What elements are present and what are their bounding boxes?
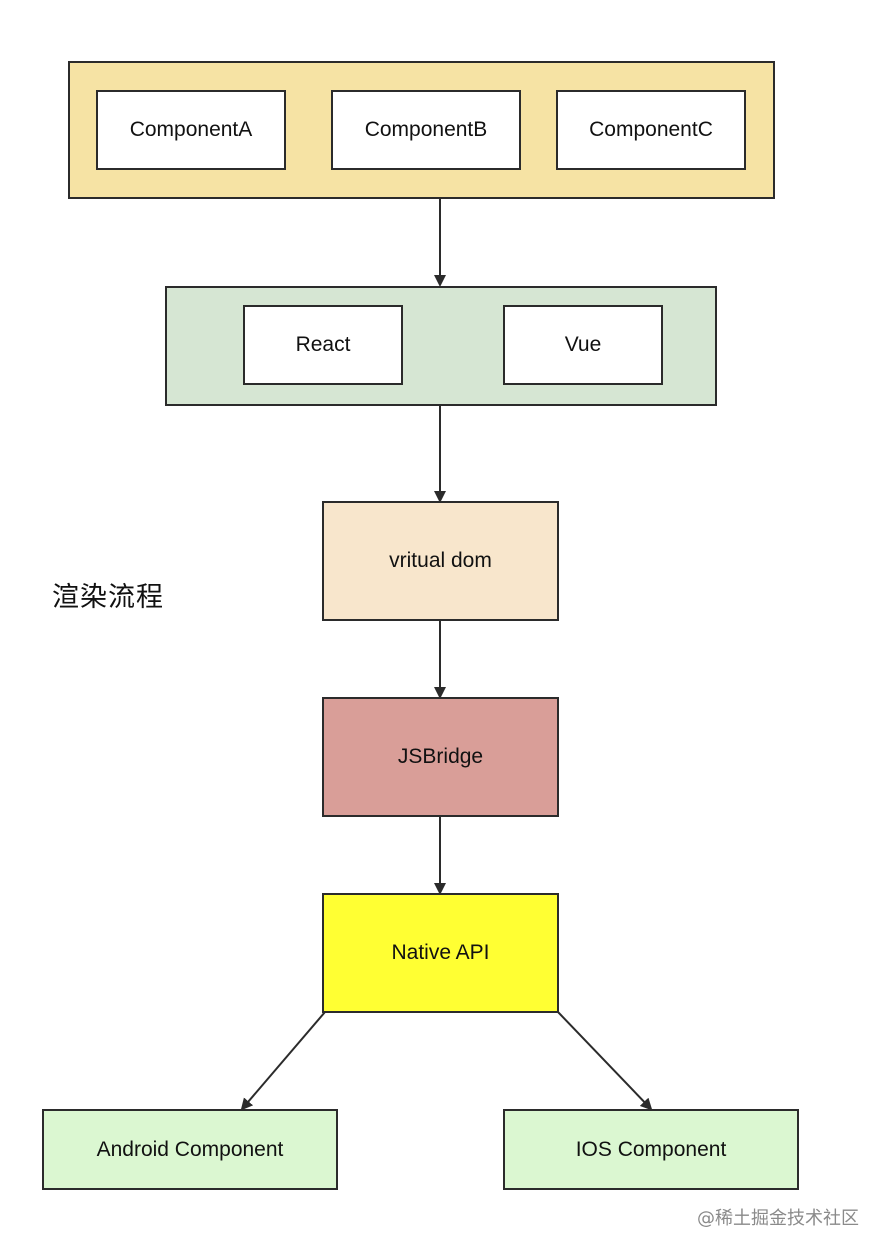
edge-native-api-to-android <box>240 1011 326 1111</box>
component-a-box: ComponentA <box>96 90 286 170</box>
vdom-box: vritual dom <box>322 501 559 621</box>
component-b-box: ComponentB <box>331 90 521 170</box>
watermark-text: @稀土掘金技术社区 <box>697 1208 859 1229</box>
edge-native-api-to-ios <box>557 1011 653 1111</box>
component-c-box: ComponentC <box>556 90 746 170</box>
react-box: React <box>243 305 403 385</box>
vue-box: Vue <box>503 305 663 385</box>
ios-component-box: IOS Component <box>503 1109 799 1190</box>
jsbridge-box: JSBridge <box>322 697 559 817</box>
native-api-box: Native API <box>322 893 559 1013</box>
side-label: 渲染流程 <box>52 582 164 613</box>
android-component-box: Android Component <box>42 1109 338 1190</box>
